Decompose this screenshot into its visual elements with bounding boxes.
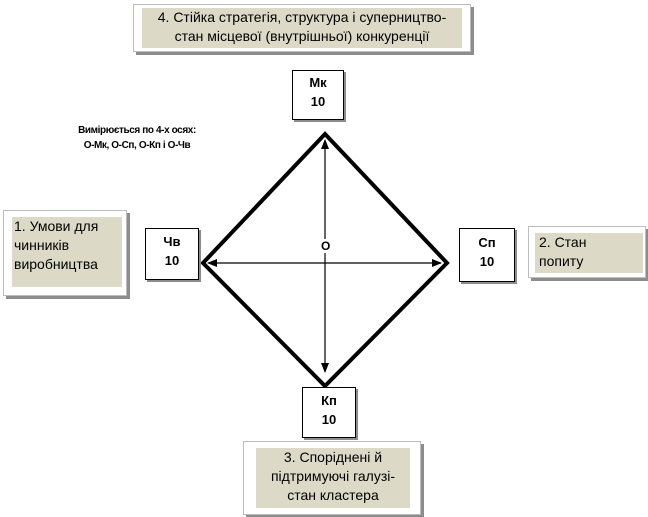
measurement-note: Вимірюється по 4-х осях: О-Мк, О-Сп, О-К… [42, 123, 232, 153]
demand-box: 2. Стан попиту [528, 226, 646, 278]
related-line-1: 3. Споріднені й [283, 449, 383, 465]
diamond-outline [200, 131, 450, 389]
axis-box-kp: Кп 10 [302, 387, 356, 438]
demand-line-2: попиту [539, 253, 584, 269]
axis-label-kp: Кп [321, 393, 337, 408]
axis-value-mk: 10 [310, 94, 326, 109]
strategy-line-2: стан місцевої (внутрішньої) конкуренції [174, 28, 430, 44]
demand-line-1: 2. Стан [539, 234, 587, 250]
axis-label-chv: Чв [163, 234, 181, 249]
strategy-line-1: 4. Стійка стратегія, структура і суперни… [157, 9, 447, 25]
strategy-factor-box: 4. Стійка стратегія, структура і суперни… [133, 4, 471, 52]
factor-conditions-line-3: виробництва [14, 256, 98, 272]
axis-value-sp: 10 [479, 254, 495, 269]
axis-label-mk: Мк [309, 75, 327, 90]
center-label: О [319, 239, 333, 253]
factor-conditions-box: 1. Умови для чинників виробництва [3, 210, 127, 296]
factor-conditions-line-1: 1. Умови для [14, 218, 99, 234]
related-industries-text: 3. Споріднені й підтримуючі галузі- стан… [256, 448, 410, 508]
demand-text: 2. Стан попиту [535, 233, 643, 273]
strategy-factor-text: 4. Стійка стратегія, структура і суперни… [142, 8, 462, 48]
related-line-2: підтримуючі галузі- [270, 468, 396, 484]
measurement-note-line-1: Вимірюється по 4-х осях: [78, 125, 196, 136]
axis-value-chv: 10 [164, 253, 180, 268]
axis-box-mk: Мк 10 [292, 70, 344, 120]
axis-label-sp: Сп [478, 235, 496, 250]
factor-conditions-line-2: чинників [14, 237, 70, 253]
axis-box-chv: Чв 10 [145, 228, 199, 280]
factor-conditions-text: 1. Умови для чинників виробництва [12, 217, 122, 287]
axis-box-sp: Сп 10 [459, 228, 515, 282]
related-industries-box: 3. Споріднені й підтримуючі галузі- стан… [243, 441, 421, 515]
axis-value-kp: 10 [321, 412, 337, 427]
related-line-3: стан кластера [287, 487, 379, 503]
measurement-note-line-2: О-Мк, О-Сп, О-Кп і О-Чв [83, 140, 191, 151]
